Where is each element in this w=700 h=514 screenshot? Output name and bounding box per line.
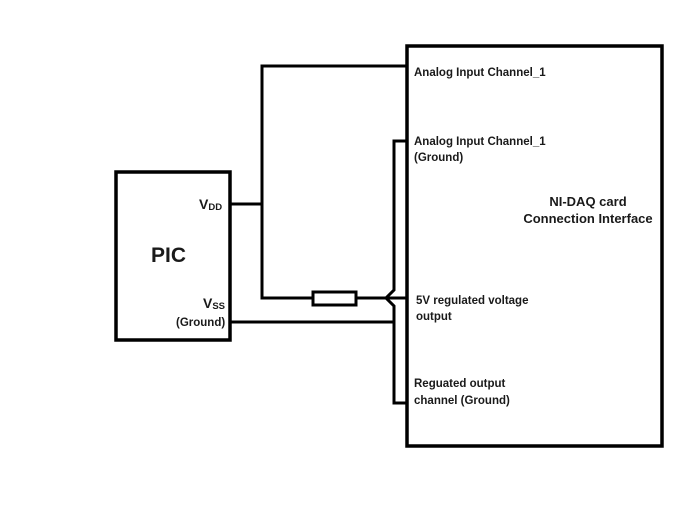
daq-title-line1: NI-DAQ card <box>549 194 626 209</box>
pin-5v-output-line2: output <box>416 311 452 323</box>
wire-vdd-bus <box>260 64 409 300</box>
vdd-main: V <box>199 196 209 212</box>
daq-title-line2: Connection Interface <box>523 211 652 226</box>
wire-analog-ground-crossover <box>383 139 409 324</box>
pin-analog-input-1-ground-line2: (Ground) <box>414 152 463 164</box>
pic-block <box>114 170 232 342</box>
daq-block <box>405 44 664 448</box>
pin-regulated-ground-line2: channel (Ground) <box>414 395 510 407</box>
vss-ground-note: (Ground) <box>176 317 225 329</box>
pin-regulated-ground-line1: Reguated output <box>414 378 506 390</box>
vss-main: V <box>203 295 213 311</box>
vss-label: VSS <box>203 295 225 312</box>
vdd-sub: DD <box>208 202 222 213</box>
pic-title: PIC <box>151 244 186 267</box>
vdd-label: VDD <box>199 196 222 213</box>
wire-regulated-ground <box>392 320 409 405</box>
pin-analog-input-1: Analog Input Channel_1 <box>414 67 546 79</box>
vss-sub: SS <box>212 301 225 312</box>
pin-5v-output-line1: 5V regulated voltage <box>416 295 528 307</box>
resistor <box>311 290 358 307</box>
pin-analog-input-1-ground-line1: Analog Input Channel_1 <box>414 136 546 148</box>
